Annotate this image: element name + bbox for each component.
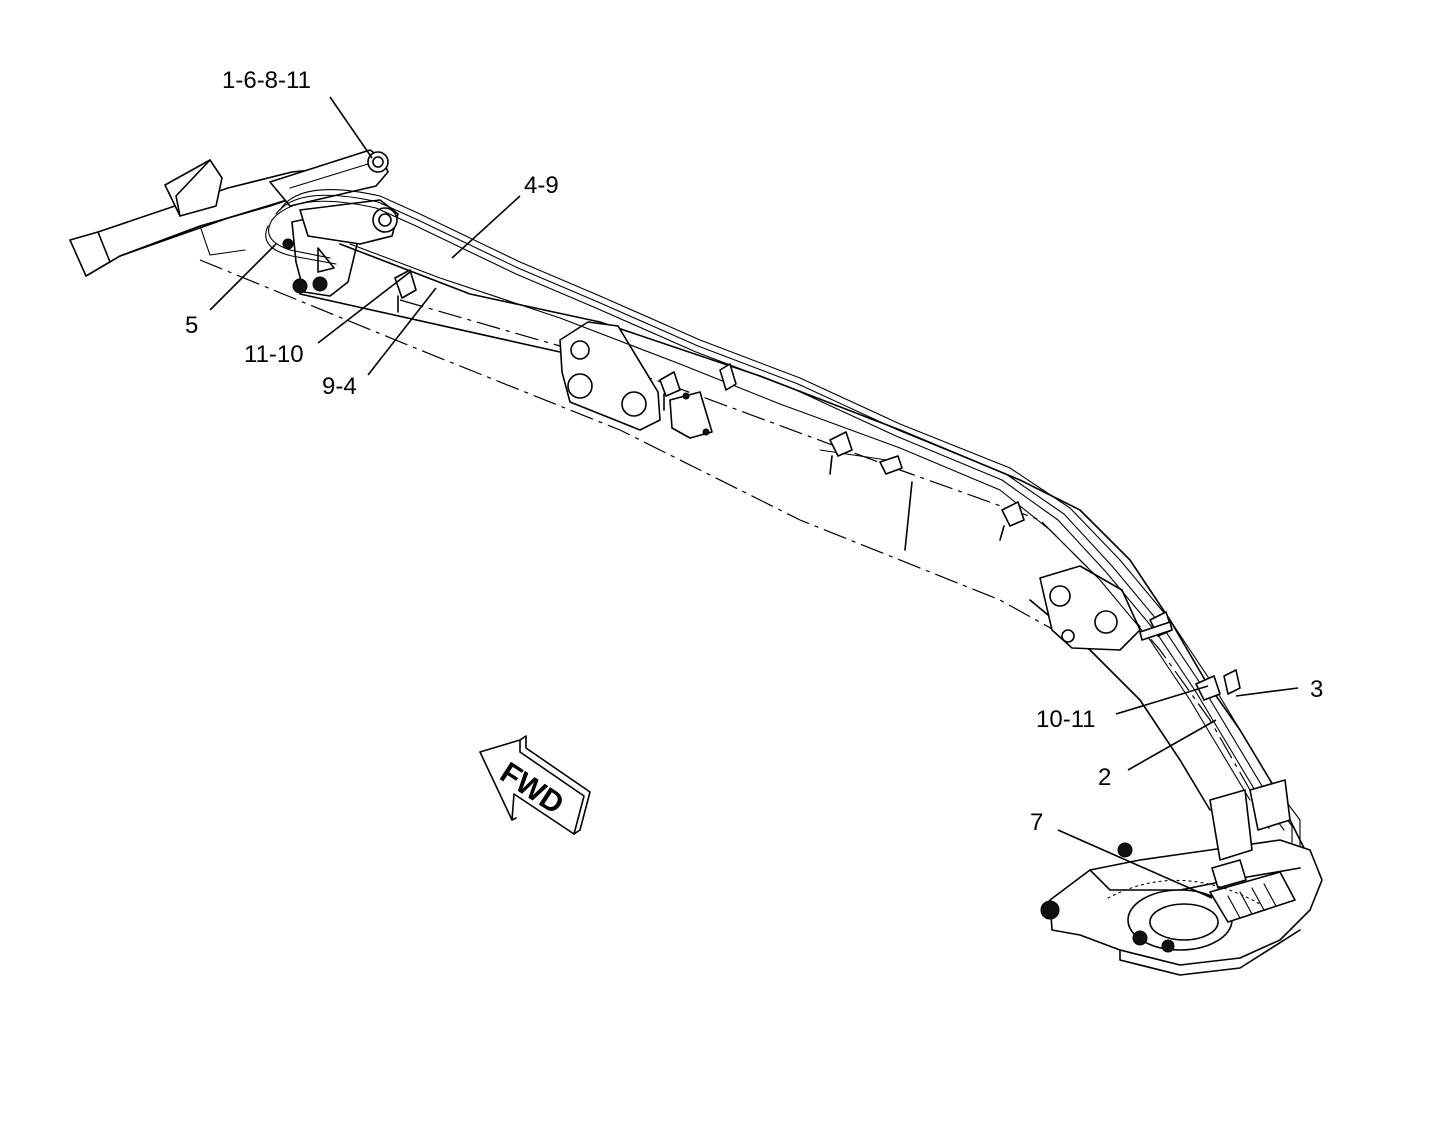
boom-cylinder-bracket (559, 321, 713, 439)
stick-section (69, 159, 331, 277)
boom-nose-bracket (282, 199, 399, 297)
callout-4-9: 4-9 (524, 172, 559, 199)
hose-clamps (394, 269, 1241, 701)
leader-5 (209, 243, 277, 311)
leader-2 (1127, 719, 1217, 771)
callout-7: 7 (1030, 809, 1043, 836)
boom-foot-bracket (1039, 565, 1141, 651)
hose-lines (265, 188, 1301, 853)
callout-5: 5 (185, 312, 198, 339)
callout-1-6-8-11: 1-6-8-11 (222, 67, 311, 94)
leader-9-4 (367, 287, 437, 376)
fwd-direction-arrow: FWD (479, 735, 591, 835)
leader-1-6-8-11 (329, 96, 373, 159)
leader-3 (1235, 687, 1299, 697)
callout-labels: 1-6-8-11 4-9 5 11-10 9-4 3 10-11 2 7 (185, 67, 1323, 836)
callout-9-4: 9-4 (322, 373, 357, 400)
stick-cylinder (269, 149, 389, 207)
leader-11-10 (317, 271, 411, 344)
leader-7 (1057, 829, 1213, 899)
callout-3: 3 (1310, 676, 1323, 703)
leader-4-9 (451, 195, 521, 259)
boom-body (199, 243, 1306, 851)
leader-10-11 (1115, 685, 1209, 715)
swing-frame (1040, 779, 1323, 976)
callout-11-10: 11-10 (244, 341, 304, 368)
callout-2: 2 (1098, 764, 1111, 791)
callout-10-11: 10-11 (1036, 706, 1096, 733)
leader-lines (209, 96, 1299, 899)
